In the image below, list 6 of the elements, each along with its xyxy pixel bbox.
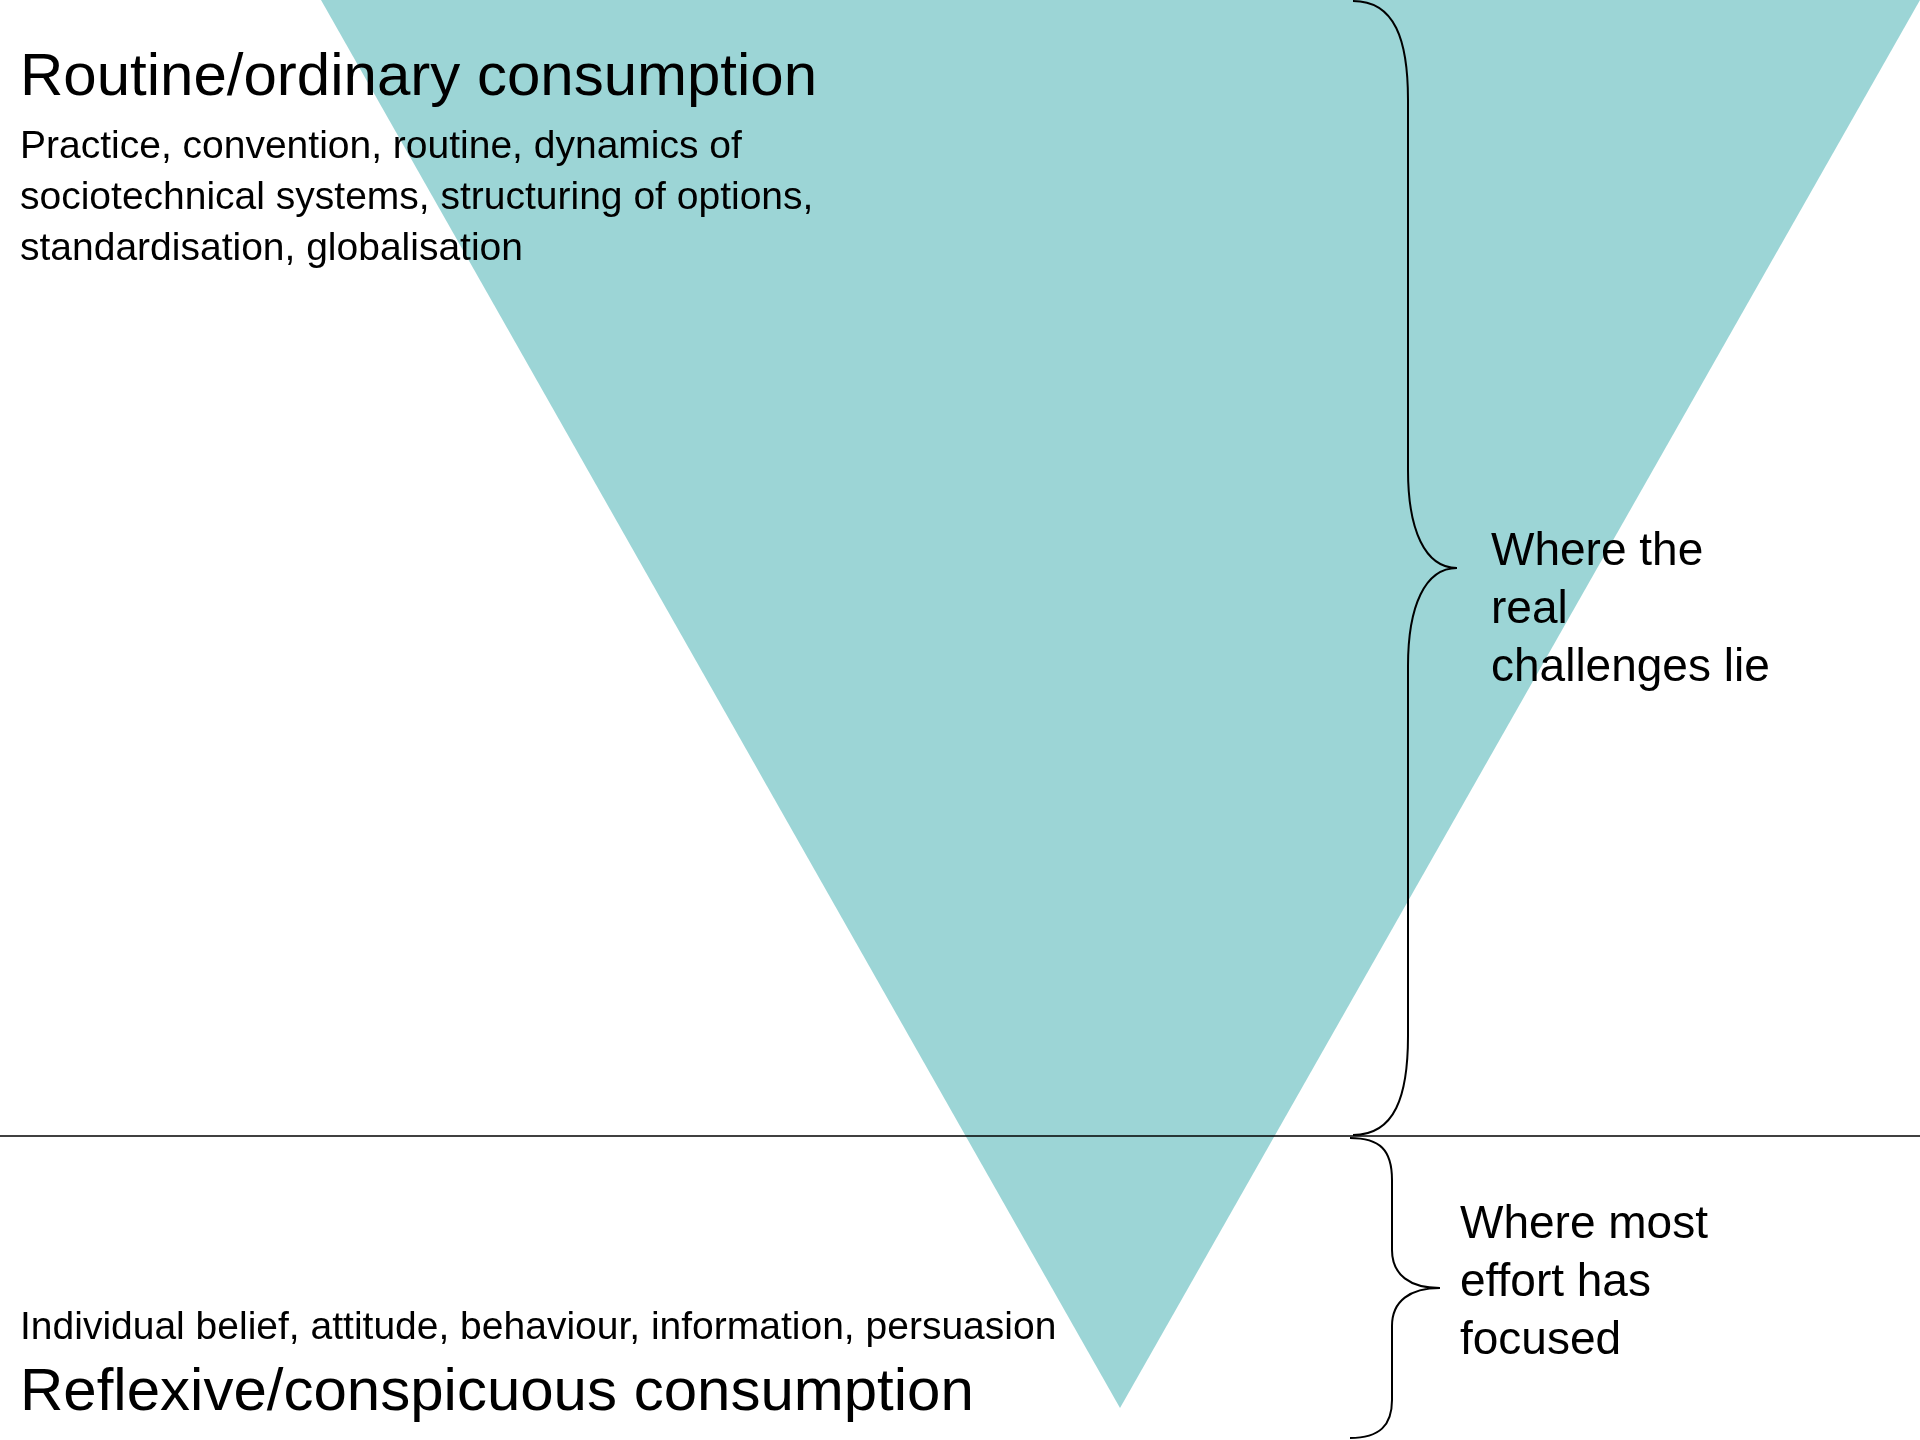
section-heading: Routine/ordinary consumption bbox=[20, 40, 818, 109]
description-text: Practice, convention, routine, dynamics of sociotechnical systems, structuring of options, standardisation, globalisation bbox=[20, 122, 815, 270]
annotation-text: Where the real challenges lie bbox=[1491, 522, 1771, 693]
section-heading: Reflexive/conspicuous consumption bbox=[20, 1355, 974, 1424]
annotation-text: Where most effort has focused bbox=[1460, 1195, 1709, 1366]
description-text: Individual belief, attitude, behaviour, information, persuasion bbox=[20, 1303, 1057, 1349]
